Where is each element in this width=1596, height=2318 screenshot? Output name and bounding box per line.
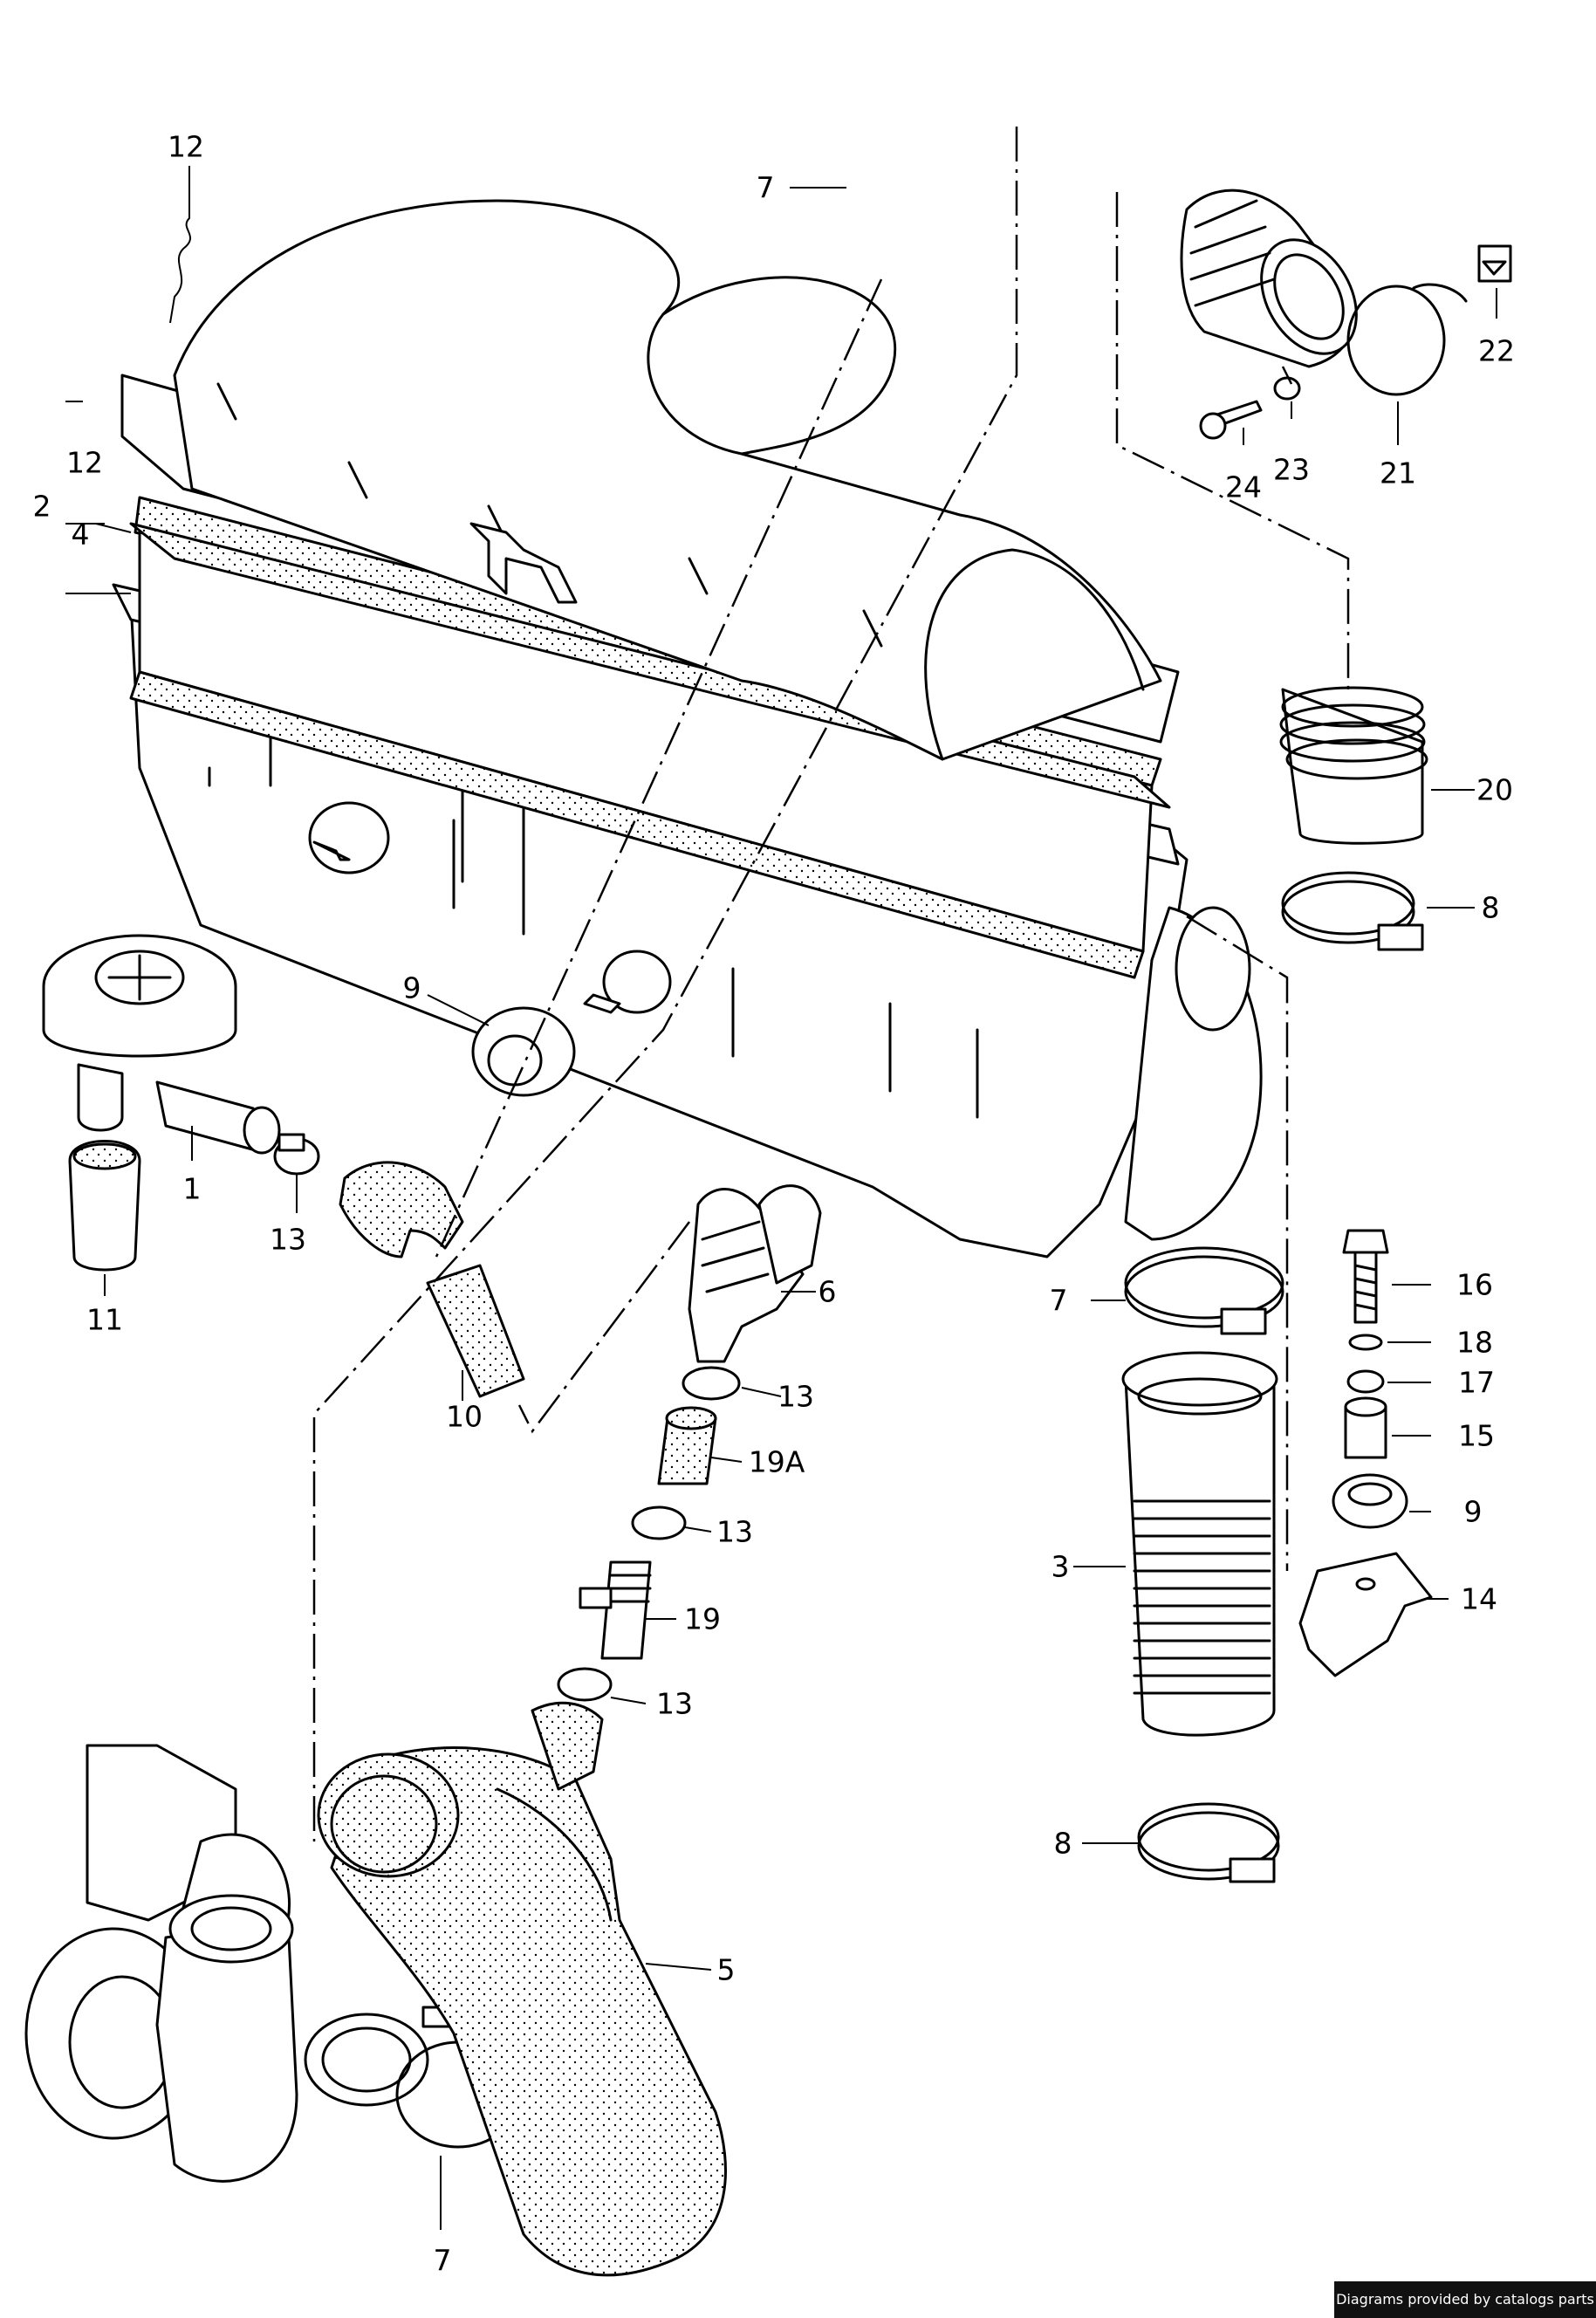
- callout-22: 22: [1478, 334, 1515, 368]
- callout-19: 19: [684, 1602, 721, 1636]
- callout-8-upper: 8: [1482, 891, 1500, 925]
- hose-clamp-13-left: [273, 1133, 320, 1176]
- callout-13-d: 13: [656, 1687, 693, 1721]
- callout-4: 4: [72, 518, 90, 552]
- leader-lines: [65, 166, 1497, 2230]
- intake-pipe-5: [317, 1701, 727, 2277]
- breather-valve-1: [42, 934, 281, 1155]
- callout-3: 3: [1051, 1550, 1070, 1584]
- corrugated-hose-3: [1121, 1351, 1278, 1737]
- callout-5: 5: [717, 1953, 736, 1987]
- hose-clamp-8-lower: [1137, 1802, 1280, 1883]
- diagram-credit-badge: Diagrams provided by catalogs parts: [1334, 2281, 1596, 2318]
- turbocharger-assembly: [24, 1744, 429, 2183]
- callout-20: 20: [1476, 773, 1513, 807]
- callout-8-lower: 8: [1054, 1827, 1072, 1861]
- air-cleaner-housing: [112, 199, 1263, 1258]
- callout-6: 6: [819, 1275, 837, 1309]
- clip-22: [1477, 244, 1512, 283]
- callout-7-middle: 7: [1050, 1284, 1068, 1318]
- grommet-9-left: [471, 1006, 576, 1097]
- callout-21: 21: [1380, 456, 1416, 490]
- callout-labels: 12 7 22 12 2 4 24 23 21 20 8 9 1 13 11 6…: [33, 130, 1516, 2278]
- hose-clamp-13-d: [557, 1667, 613, 1702]
- callout-13-b: 13: [777, 1380, 814, 1414]
- screw-24: [1199, 400, 1263, 440]
- callout-10: 10: [446, 1400, 483, 1434]
- washer-17: [1346, 1369, 1385, 1394]
- callout-7-top: 7: [757, 171, 775, 205]
- hose-clamp-13-c: [631, 1505, 687, 1540]
- hose-clamp-13-b: [682, 1366, 741, 1401]
- hose-19A: [657, 1406, 717, 1485]
- callout-19A: 19A: [749, 1445, 805, 1479]
- bolt-16: [1342, 1229, 1389, 1324]
- callout-23: 23: [1273, 453, 1310, 487]
- bracket-14: [1298, 1552, 1433, 1677]
- washer-23: [1273, 376, 1301, 401]
- clamp-ring-21: [1346, 283, 1468, 396]
- callout-12-top: 12: [168, 130, 204, 164]
- callout-1: 1: [183, 1172, 202, 1206]
- callout-13-c: 13: [716, 1515, 753, 1549]
- connector-6: [688, 1184, 822, 1363]
- callout-9-left: 9: [403, 971, 421, 1005]
- callout-18: 18: [1456, 1326, 1493, 1360]
- callout-12-side: 12: [66, 446, 103, 480]
- callout-11: 11: [86, 1303, 123, 1337]
- callout-24: 24: [1225, 470, 1262, 504]
- hose-20: [1279, 686, 1428, 845]
- hose-clamp-8-upper: [1281, 871, 1424, 951]
- callout-2: 2: [33, 490, 51, 524]
- callout-17: 17: [1458, 1366, 1495, 1400]
- spring-washer-18: [1348, 1334, 1383, 1351]
- hose-10: [339, 1161, 525, 1398]
- callout-16: 16: [1456, 1268, 1493, 1302]
- hose-clamp-7-middle: [1124, 1246, 1284, 1335]
- callout-14: 14: [1461, 1582, 1497, 1616]
- sleeve-15: [1344, 1396, 1387, 1459]
- callout-13-left: 13: [270, 1223, 306, 1257]
- alignment-lines: [312, 127, 1350, 1841]
- callout-15: 15: [1458, 1419, 1495, 1453]
- intake-duct-upper: [1180, 189, 1358, 368]
- callout-7-bottom: 7: [434, 2244, 452, 2278]
- connector-19: [579, 1560, 652, 1660]
- cap-11: [68, 1140, 141, 1272]
- grommet-9-right: [1332, 1473, 1408, 1529]
- callout-9-right: 9: [1464, 1495, 1483, 1529]
